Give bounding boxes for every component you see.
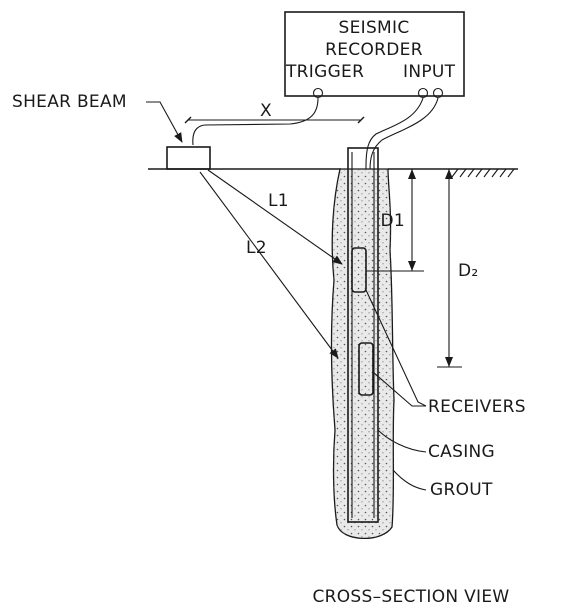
borehole xyxy=(330,147,395,539)
recorder-title-line1: SEISMIC xyxy=(339,18,410,38)
l2-label: L2 xyxy=(246,238,267,258)
grout-leader xyxy=(392,469,427,491)
casing-pipe xyxy=(347,147,379,523)
ray-paths: L1 L2 xyxy=(199,169,343,359)
l1-label: L1 xyxy=(268,191,289,211)
input-cable-2 xyxy=(369,97,439,345)
grout-label: GROUT xyxy=(430,480,493,500)
d1-label: D1 xyxy=(380,211,405,231)
depth-dimensions: D1 D₂ xyxy=(366,168,479,368)
ray-l2 xyxy=(199,171,339,359)
shear-beam-label: SHEAR BEAM xyxy=(12,92,127,112)
receivers-label: RECEIVERS xyxy=(428,397,526,417)
casing-leader xyxy=(377,429,427,453)
trigger-terminal xyxy=(312,87,324,99)
input-terminal-2 xyxy=(432,87,444,99)
seismic-recorder-box: SEISMIC RECORDER TRIGGER INPUT xyxy=(284,11,465,99)
shear-beam-leader xyxy=(146,101,183,143)
input-cable-1 xyxy=(365,97,424,262)
input-terminal-1 xyxy=(417,87,429,99)
receivers-leader-upper xyxy=(365,289,427,407)
trigger-cable xyxy=(192,97,319,146)
x-label: X xyxy=(260,101,272,121)
x-dimension: X xyxy=(184,101,365,124)
caption: CROSS–SECTION VIEW xyxy=(312,587,509,607)
trigger-label: TRIGGER xyxy=(285,62,364,82)
receiver-lower xyxy=(358,342,374,396)
receivers-leader-lower xyxy=(372,371,426,407)
ray-l1 xyxy=(207,169,343,265)
recorder-title-line2: RECORDER xyxy=(325,40,423,60)
casing-label: CASING xyxy=(428,442,495,462)
component-labels: RECEIVERS CASING GROUT xyxy=(365,289,526,500)
cables xyxy=(192,97,439,345)
d2-label: D₂ xyxy=(458,261,479,281)
shear-beam: SHEAR BEAM xyxy=(12,92,211,170)
receiver-upper xyxy=(351,247,367,293)
input-label: INPUT xyxy=(403,62,456,82)
